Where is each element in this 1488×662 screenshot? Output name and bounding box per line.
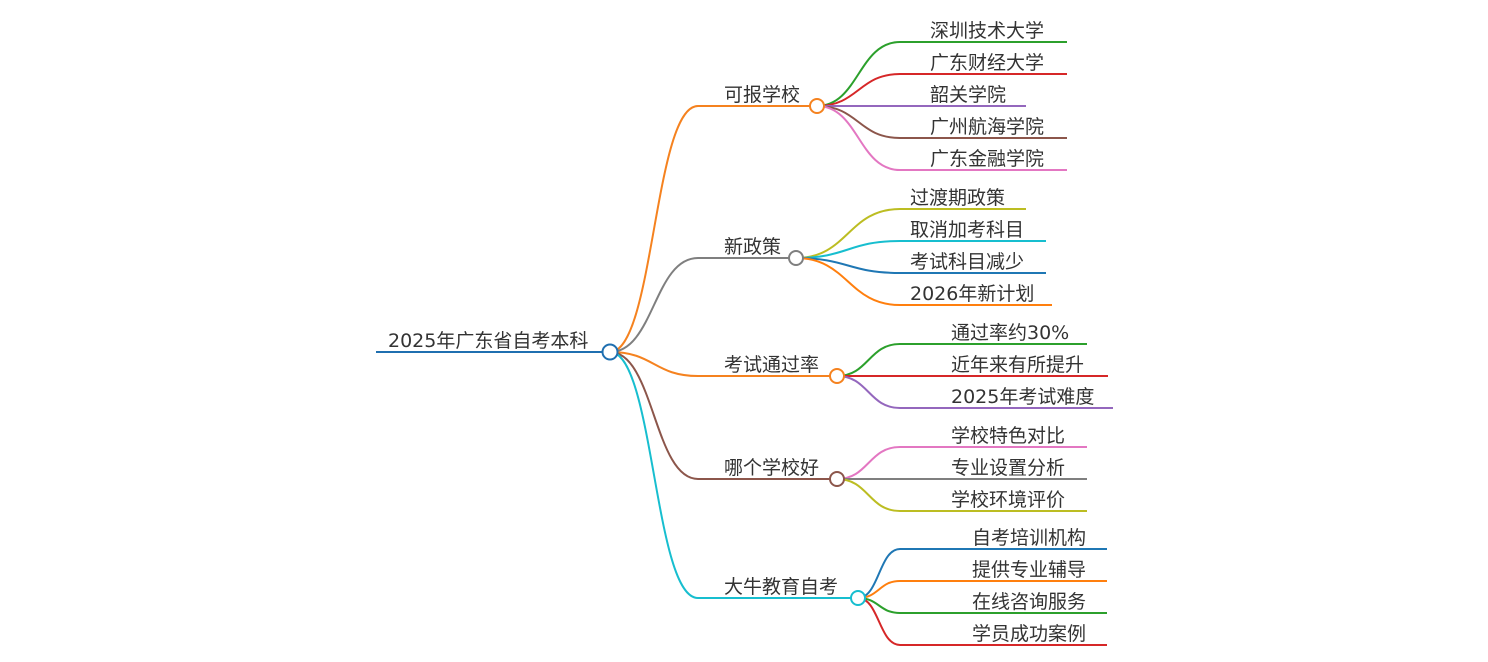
branch-2-leaf-3-label: 考试科目减少 (910, 251, 1024, 273)
root-connector-dot[interactable] (601, 343, 619, 361)
branch-3-leaf-3-node[interactable]: 2025年考试难度 (951, 386, 1094, 408)
branch-2-leaf-4-label: 2026年新计划 (910, 283, 1034, 305)
branch-1-leaf-3-node[interactable]: 韶关学院 (930, 84, 1006, 106)
branch-2-leaf-3-node[interactable]: 考试科目减少 (910, 251, 1024, 273)
branch-3-connector-dot[interactable] (829, 368, 845, 384)
branch-5-connector-dot[interactable] (850, 590, 866, 606)
root-label: 2025年广东省自考本科 (388, 330, 588, 352)
branch-5-leaf-4-label: 学员成功案例 (972, 623, 1086, 645)
branch-3-leaf-2-label: 近年来有所提升 (951, 354, 1084, 376)
branch-3-node[interactable]: 考试通过率 (724, 354, 845, 384)
branch-4-leaf-1-connector (836, 446, 901, 480)
branch-4-leaf-2-label: 专业设置分析 (951, 457, 1065, 479)
branch-5-connector (609, 351, 699, 599)
branch-5-leaf-4-node[interactable]: 学员成功案例 (972, 623, 1086, 645)
branch-4-leaf-2-node[interactable]: 专业设置分析 (951, 457, 1065, 479)
branch-3-leaf-2-node[interactable]: 近年来有所提升 (951, 354, 1084, 376)
branch-2-connector (609, 257, 699, 353)
branch-1-label: 可报学校 (724, 84, 800, 106)
branch-1-leaf-5-label: 广东金融学院 (930, 148, 1044, 170)
branch-5-leaf-1-label: 自考培训机构 (972, 527, 1086, 549)
branch-1-leaf-1-node[interactable]: 深圳技术大学 (930, 20, 1044, 42)
branch-5-leaf-3-label: 在线咨询服务 (972, 591, 1086, 613)
branch-2-leaf-1-node[interactable]: 过渡期政策 (910, 187, 1005, 209)
branch-4-leaf-1-label: 学校特色对比 (951, 425, 1065, 447)
branch-1-leaf-1-connector (816, 41, 901, 107)
branch-2-leaf-2-node[interactable]: 取消加考科目 (910, 219, 1024, 241)
branch-1-leaf-3-label: 韶关学院 (930, 84, 1006, 106)
branch-1-connector (609, 105, 699, 353)
branch-5-leaf-1-node[interactable]: 自考培训机构 (972, 527, 1086, 549)
branch-4-node[interactable]: 哪个学校好 (724, 457, 845, 487)
branch-1-leaf-2-node[interactable]: 广东财经大学 (930, 52, 1044, 74)
branch-1-leaf-5-node[interactable]: 广东金融学院 (930, 148, 1044, 170)
branch-1-leaf-4-connector (816, 105, 901, 139)
branch-3-connector (609, 351, 699, 377)
branch-3-leaf-3-connector (836, 375, 901, 409)
root-node[interactable]: 2025年广东省自考本科 (376, 330, 619, 361)
branch-4-leaf-3-connector (836, 478, 901, 512)
branch-5-leaf-2-node[interactable]: 提供专业辅导 (972, 559, 1086, 581)
branch-1-leaf-2-connector (816, 73, 901, 107)
branch-3-label: 考试通过率 (724, 354, 819, 376)
branch-2-leaf-4-connector (795, 257, 901, 306)
branch-4-leaf-3-node[interactable]: 学校环境评价 (951, 489, 1065, 511)
branch-4-connector-dot[interactable] (829, 471, 845, 487)
branch-3-leaf-1-label: 通过率约30% (951, 322, 1069, 344)
branch-2-node[interactable]: 新政策 (724, 236, 804, 266)
branch-4-leaf-1-node[interactable]: 学校特色对比 (951, 425, 1065, 447)
branch-5-label: 大牛教育自考 (724, 576, 838, 598)
branch-3-leaf-1-connector (836, 343, 901, 377)
branch-1-leaf-1-label: 深圳技术大学 (930, 20, 1044, 42)
branch-5-leaf-3-node[interactable]: 在线咨询服务 (972, 591, 1086, 613)
branch-3-leaf-1-node[interactable]: 通过率约30% (951, 322, 1069, 344)
branch-4-leaf-3-label: 学校环境评价 (951, 489, 1065, 511)
branch-2-leaf-2-label: 取消加考科目 (910, 219, 1024, 241)
branch-1-leaf-4-label: 广州航海学院 (930, 116, 1044, 138)
connector-lines (609, 41, 1113, 646)
branch-2-leaf-1-connector (795, 208, 901, 259)
branch-2-leaf-4-node[interactable]: 2026年新计划 (910, 283, 1034, 305)
mindmap-nodes: 2025年广东省自考本科 可报学校 深圳技术大学广东财经大学韶关学院广州航海学院广… (376, 20, 1094, 645)
branch-1-node[interactable]: 可报学校 (724, 84, 825, 114)
branch-5-leaf-2-label: 提供专业辅导 (972, 559, 1086, 581)
branch-5-node[interactable]: 大牛教育自考 (724, 576, 866, 606)
branch-4-label: 哪个学校好 (724, 457, 819, 479)
branch-1-connector-dot[interactable] (809, 98, 825, 114)
branch-3-leaf-3-label: 2025年考试难度 (951, 386, 1094, 408)
branch-1-leaf-4-node[interactable]: 广州航海学院 (930, 116, 1044, 138)
branch-4-connector (609, 351, 699, 480)
branch-1-leaf-5-connector (816, 105, 901, 171)
branch-1-leaf-2-label: 广东财经大学 (930, 52, 1044, 74)
branch-2-label: 新政策 (724, 236, 781, 258)
branch-2-connector-dot[interactable] (788, 250, 804, 266)
branch-2-leaf-2-connector (795, 240, 901, 259)
branch-2-leaf-1-label: 过渡期政策 (910, 187, 1005, 209)
